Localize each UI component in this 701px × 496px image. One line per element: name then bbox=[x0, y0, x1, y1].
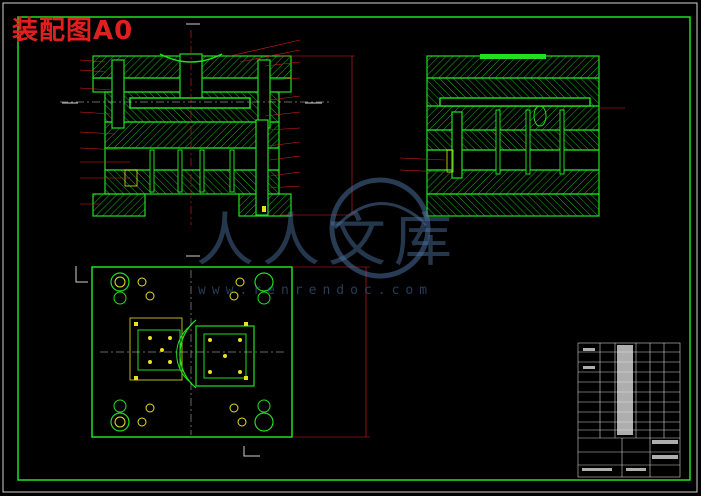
plan-view-dimensions bbox=[292, 266, 370, 438]
side-section-view bbox=[426, 54, 600, 217]
front-section-view bbox=[60, 30, 330, 225]
title-block-fills bbox=[582, 345, 678, 471]
inner-frame bbox=[17, 16, 691, 481]
side-view-leaders bbox=[399, 107, 625, 173]
watermark-text: 人人文库 bbox=[196, 206, 460, 274]
section-markers bbox=[62, 23, 322, 257]
drawing-title: 装配图A0 bbox=[12, 16, 134, 46]
watermark-url: www.renrendoc.com bbox=[198, 283, 434, 298]
view-arrows bbox=[75, 266, 260, 457]
watermark-logo bbox=[329, 177, 431, 279]
front-view-leaders bbox=[79, 39, 355, 216]
plan-view bbox=[91, 266, 293, 438]
